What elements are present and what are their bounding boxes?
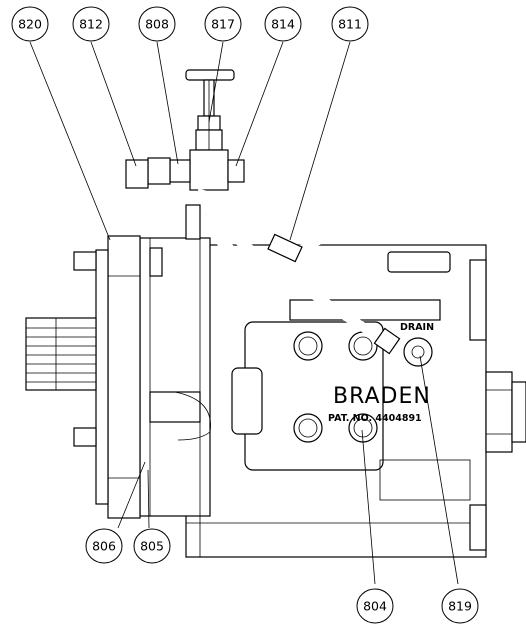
callout-808: 808 — [138, 6, 176, 42]
callout-label: 808 — [145, 17, 169, 32]
callout-bubble — [11, 6, 49, 42]
callout-bubble — [264, 6, 302, 42]
callout-label: 812 — [79, 17, 103, 32]
callout-label: 814 — [271, 17, 295, 32]
callout-bubble — [356, 588, 394, 624]
callout-805: 805 — [133, 528, 171, 564]
callout-820: 820 — [11, 6, 49, 42]
callout-819: 819 — [441, 588, 479, 624]
callout-bubble — [72, 6, 110, 42]
callout-811: 811 — [331, 6, 369, 42]
callout-bubble — [331, 6, 369, 42]
hoses — [185, 188, 448, 355]
drain-label: DRAIN — [400, 322, 434, 333]
callout-label: 819 — [448, 599, 472, 614]
leader-lines — [29, 41, 459, 585]
label-panel — [379, 251, 471, 501]
mounting-flange — [73, 235, 141, 519]
callout-817: 817 — [204, 6, 242, 42]
callout-bubble — [204, 6, 242, 42]
motor-body — [139, 237, 211, 517]
callout-804: 804 — [356, 588, 394, 624]
splined-shaft — [25, 317, 97, 391]
right-side-fitting — [485, 371, 526, 453]
callout-label: 805 — [140, 539, 164, 554]
callout-bubble — [441, 588, 479, 624]
callout-bubble — [85, 528, 123, 564]
callout-814: 814 — [264, 6, 302, 42]
callout-label: 804 — [363, 599, 387, 614]
callout-bubble — [133, 528, 171, 564]
callout-bubble — [138, 6, 176, 42]
patent-label: PAT. NO. 4404891 — [328, 413, 422, 424]
callout-806: 806 — [85, 528, 123, 564]
top-valve-assembly — [125, 69, 245, 191]
brand-label: BRADEN — [333, 384, 431, 409]
callout-label: 806 — [92, 539, 116, 554]
valve-block — [231, 299, 441, 471]
housing-ports — [293, 331, 433, 443]
callout-label: 820 — [18, 17, 42, 32]
callout-label: 811 — [338, 17, 362, 32]
callout-812: 812 — [72, 6, 110, 42]
callout-label: 817 — [211, 17, 235, 32]
